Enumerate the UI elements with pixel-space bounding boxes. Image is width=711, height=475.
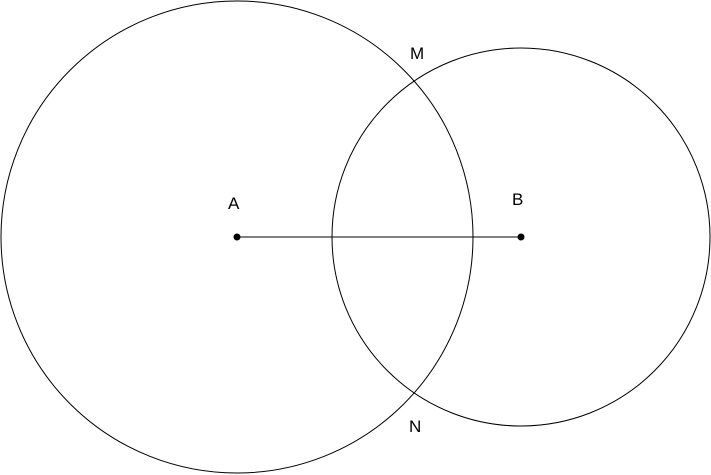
point-b-label: B <box>512 190 523 209</box>
point-a-dot <box>233 233 241 241</box>
point-n-label: N <box>409 417 421 436</box>
point-a-label: A <box>228 194 240 213</box>
point-b-dot <box>517 233 525 241</box>
point-m-label: M <box>410 44 424 63</box>
